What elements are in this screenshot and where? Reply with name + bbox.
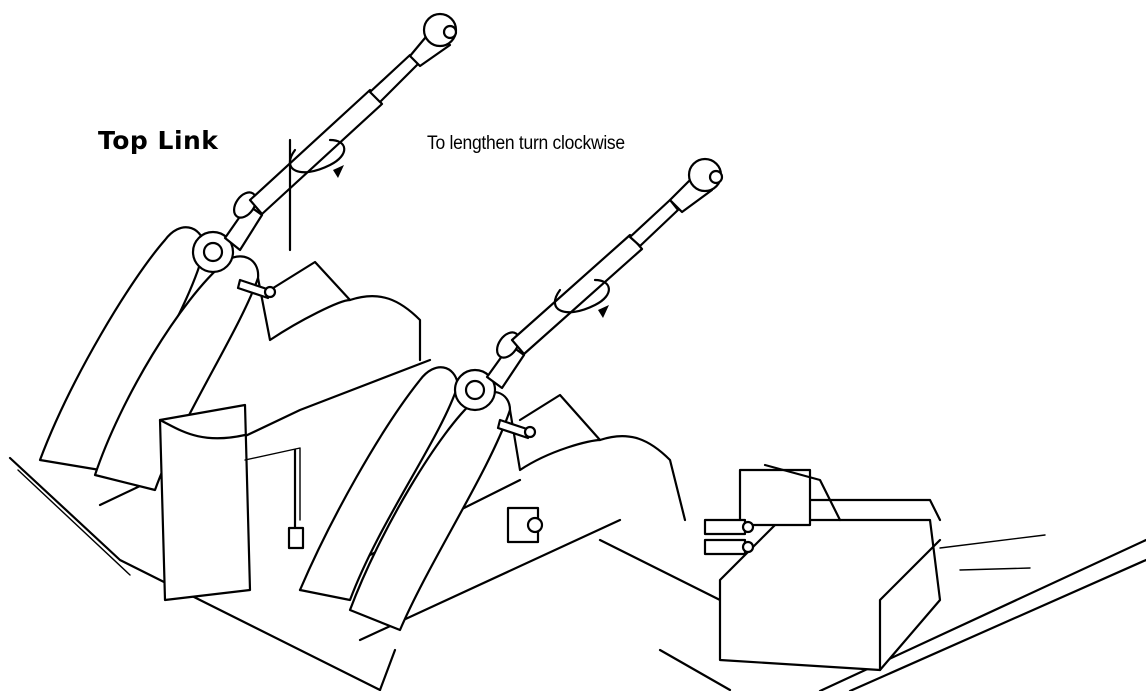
post [158,403,305,602]
plate-bolt [506,506,544,544]
pins [236,278,537,440]
title-label: Top Link [98,126,219,155]
top-link-lower [453,157,724,412]
top-link-upper [191,12,458,274]
bracket-right [298,366,687,632]
bracket-left [38,226,422,492]
instruction-label: To lengthen turn clockwise [427,133,625,154]
housing-block [703,463,942,672]
